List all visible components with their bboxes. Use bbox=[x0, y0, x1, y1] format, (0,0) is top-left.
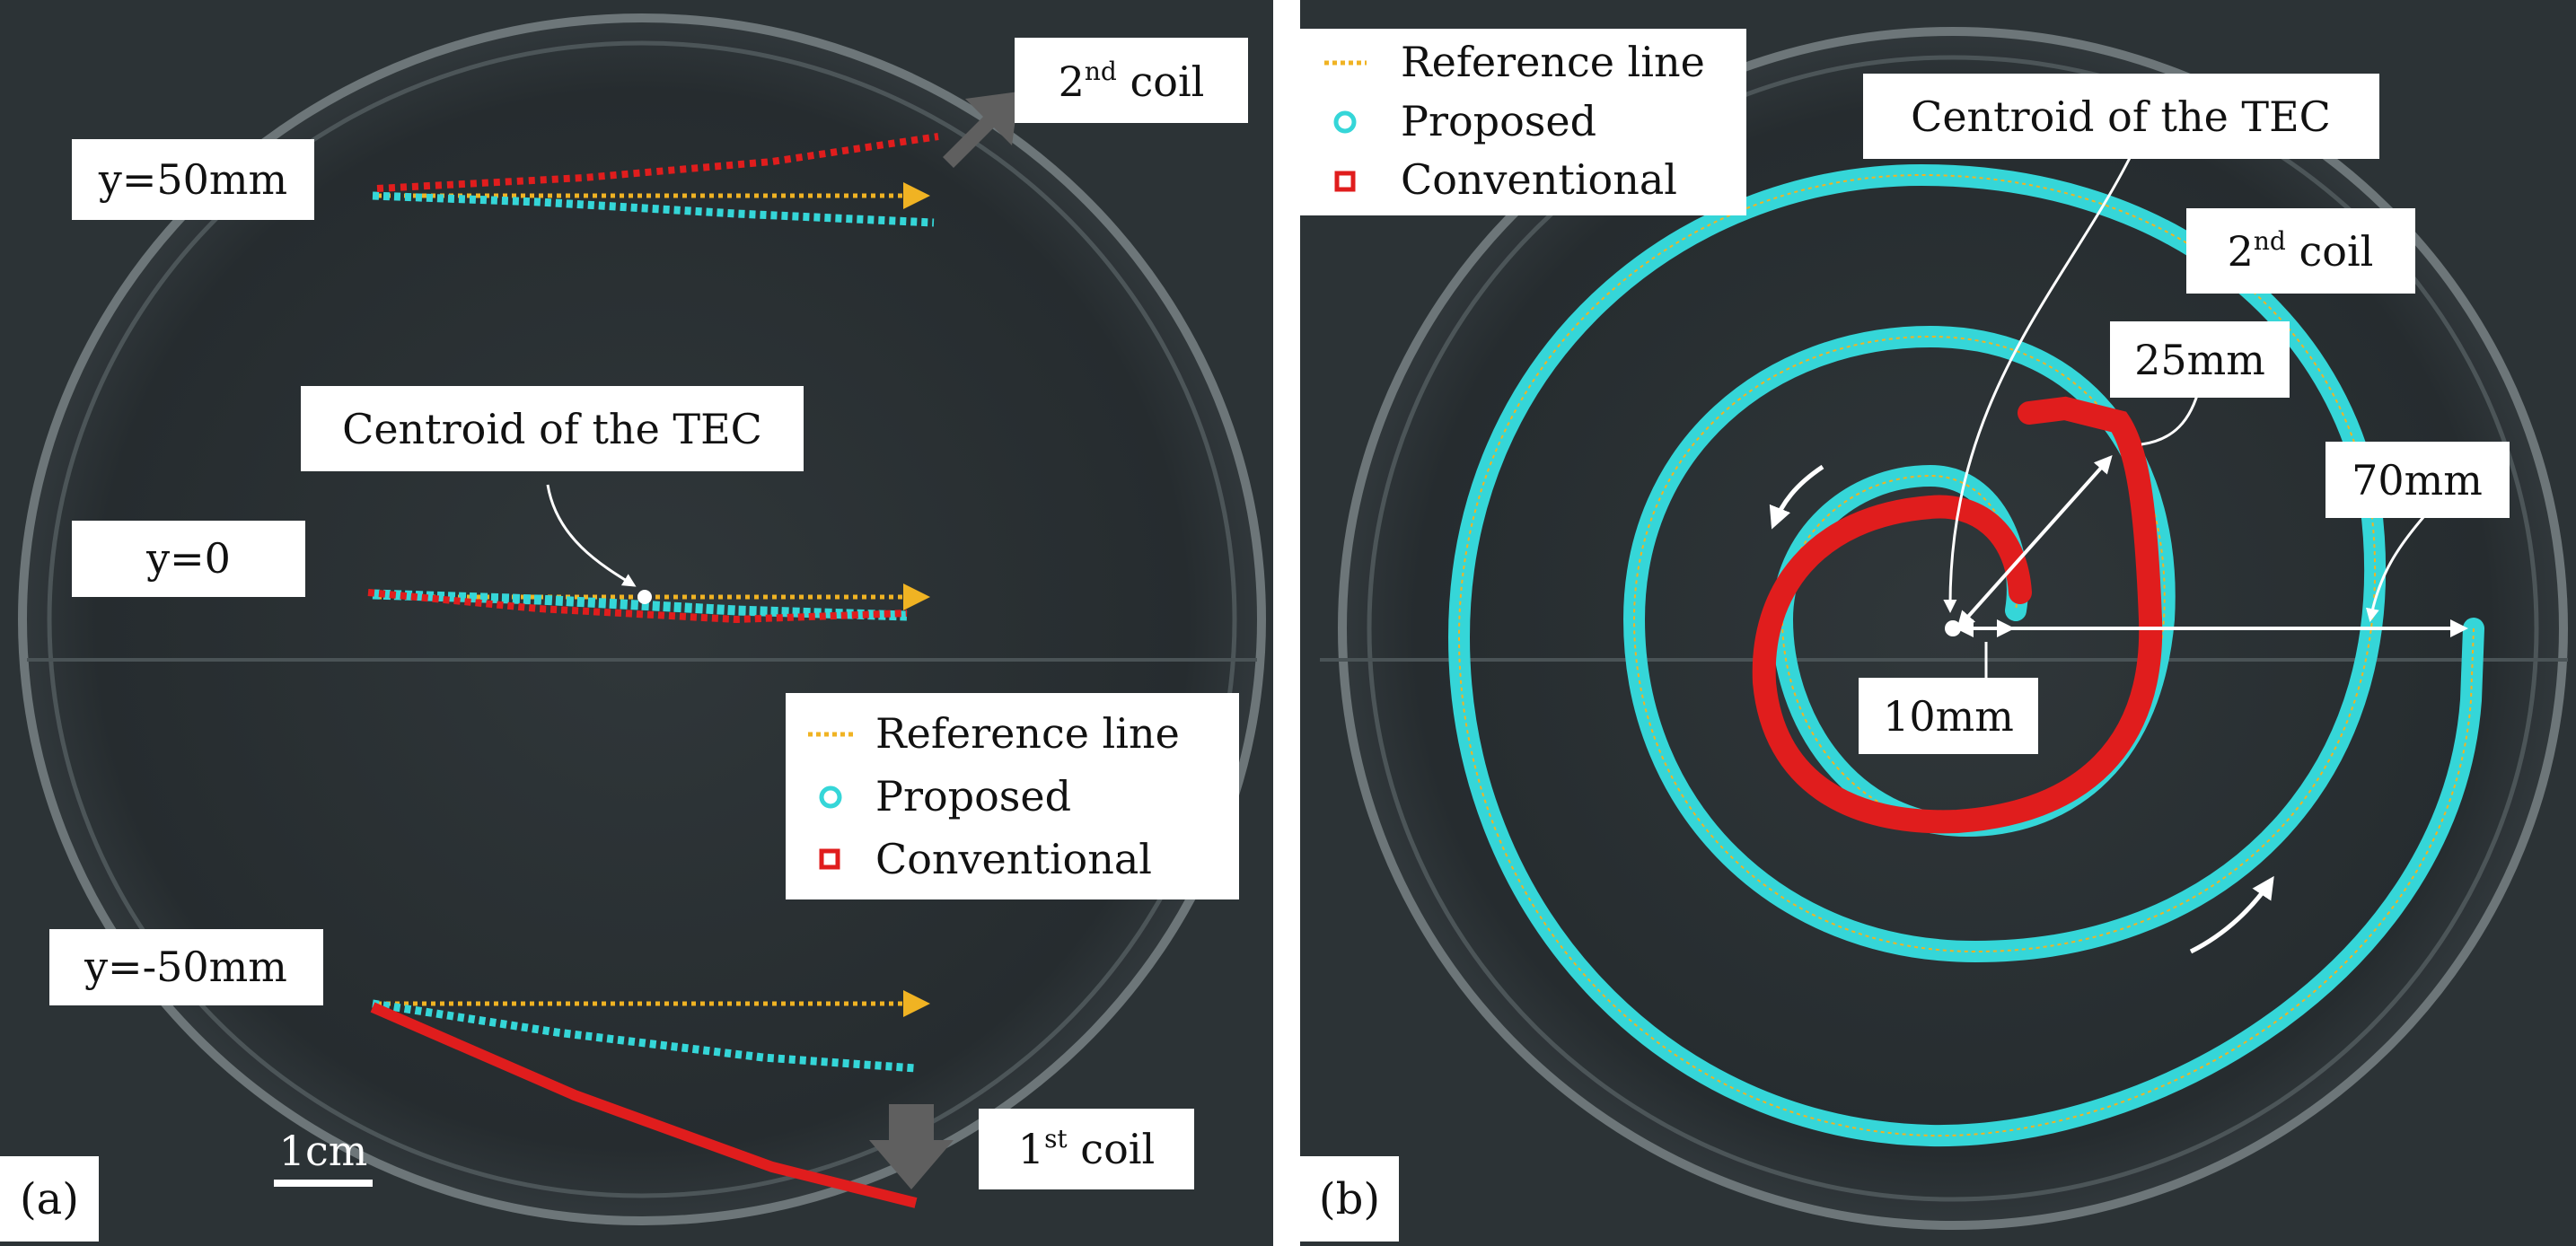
label-70mm: 70mm bbox=[2352, 456, 2483, 505]
petri-dish-rim-b bbox=[1367, 55, 2539, 1202]
second-coil-arrow-a bbox=[943, 92, 1019, 168]
conventional-trajectory-y0 bbox=[367, 589, 908, 624]
label-25mm: 25mm bbox=[2134, 336, 2265, 384]
petri-dish-rim-a bbox=[47, 40, 1237, 1198]
label-box-centroid-a bbox=[301, 386, 804, 471]
legend-a-reference-label: Reference line bbox=[875, 709, 1180, 758]
legend-b-proposed-marker bbox=[1333, 110, 1357, 134]
direction-arrow-bottom bbox=[2189, 875, 2274, 954]
legend-b: Reference line Proposed Conventional bbox=[1300, 29, 1746, 215]
conventional-trajectory-spiral bbox=[1752, 396, 2163, 834]
label-box-second-coil-b bbox=[2186, 208, 2415, 294]
label-10mm: 10mm bbox=[1883, 692, 2014, 741]
panel-letter-box-b bbox=[1300, 1156, 1399, 1242]
legend-a-proposed-label: Proposed bbox=[875, 772, 1071, 820]
label-box-y50 bbox=[72, 139, 314, 220]
legend-b-proposed-label: Proposed bbox=[1401, 97, 1596, 145]
panel-b: Centroid of the TEC 2nd coil 25mm 70mm 1… bbox=[1300, 0, 2576, 1246]
label-centroid-b: Centroid of the TEC bbox=[1911, 92, 2331, 141]
panel-divider bbox=[1273, 0, 1300, 1246]
label-second-coil-b: 2nd coil bbox=[2228, 226, 2374, 276]
panel-a: y=50mm y=0 y=-50mm Centroid of the TEC 2… bbox=[0, 0, 1273, 1246]
legend-box-a bbox=[786, 693, 1239, 899]
legend-b-conventional-label: Conventional bbox=[1401, 155, 1677, 204]
centroid-marker-b bbox=[1945, 620, 1961, 636]
first-coil-arrow-a bbox=[869, 1104, 954, 1189]
label-box-centroid-b bbox=[1863, 74, 2379, 159]
centroid-marker-a bbox=[637, 590, 652, 604]
legend-b-conventional-marker bbox=[1334, 171, 1356, 192]
direction-arrow-top bbox=[1769, 464, 1824, 530]
legend-b-reference-label: Reference line bbox=[1401, 38, 1705, 86]
label-box-10mm bbox=[1859, 678, 2038, 754]
legend-a-conventional-marker bbox=[819, 848, 840, 870]
label-second-coil-a: 2nd coil bbox=[1059, 57, 1205, 106]
label-centroid-a: Centroid of the TEC bbox=[342, 405, 762, 453]
conventional-trajectory-y50 bbox=[376, 133, 939, 192]
proposed-trajectory-y0 bbox=[372, 589, 908, 621]
panel-letter-box-a bbox=[0, 1156, 99, 1242]
label-box-y0 bbox=[72, 521, 305, 597]
scale-bar-label: 1cm bbox=[279, 1127, 368, 1175]
petri-dish-a bbox=[18, 13, 1266, 1225]
label-y0: y=0 bbox=[145, 534, 231, 583]
label-box-second-coil-a bbox=[1015, 38, 1248, 123]
legend-a-conventional-label: Conventional bbox=[875, 835, 1152, 883]
centroid-pointer-a bbox=[546, 484, 637, 587]
label-box-ym50 bbox=[49, 929, 323, 1005]
label-y50: y=50mm bbox=[98, 155, 287, 204]
label-box-25mm bbox=[2110, 321, 2290, 398]
centroid-pointer-b bbox=[1943, 152, 2134, 613]
panel-letter-b: (b) bbox=[1319, 1174, 1380, 1224]
label-box-70mm bbox=[2325, 442, 2510, 518]
legend-a: Reference line Proposed Conventional bbox=[786, 693, 1239, 899]
legend-a-proposed-marker bbox=[819, 785, 842, 809]
pointer-70mm bbox=[2366, 515, 2426, 622]
label-box-first-coil-a bbox=[979, 1109, 1194, 1189]
radius-25-arrow bbox=[1956, 455, 2113, 629]
panel-letter-a: (a) bbox=[20, 1174, 79, 1224]
label-first-coil-a: 1st coil bbox=[1018, 1124, 1155, 1173]
conventional-trajectory-ym50 bbox=[370, 1002, 918, 1208]
legend-box-b bbox=[1300, 29, 1746, 215]
label-ym50: y=-50mm bbox=[84, 943, 287, 991]
